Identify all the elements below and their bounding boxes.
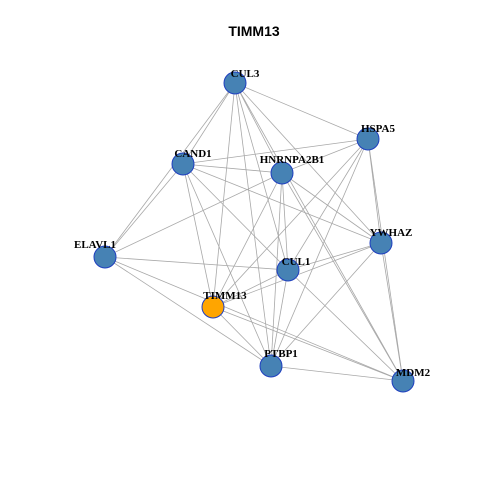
edge-cand1-ywhaz: [182, 163, 382, 244]
node-label-elavl1: ELAVL1: [74, 239, 116, 251]
edge-ywhaz-mdm2: [380, 242, 404, 382]
node-label-hnrnpa2b1: HNRNPA2B1: [260, 154, 325, 166]
node-mdm2[interactable]: [391, 369, 415, 393]
edge-hspa5-hnrnpa2b1: [281, 138, 369, 174]
node-cand1[interactable]: [171, 152, 195, 176]
edge-cul3-mdm2: [234, 82, 404, 382]
edge-ptbp1-mdm2: [270, 365, 404, 382]
edge-cand1-hnrnpa2b1: [182, 163, 283, 174]
node-label-hspa5: HSPA5: [361, 123, 396, 135]
edge-ywhaz-cul1: [287, 242, 382, 271]
edge-hnrnpa2b1-ywhaz: [281, 172, 382, 244]
edge-hspa5-cand1: [182, 138, 369, 165]
edge-elavl1-mdm2: [104, 256, 404, 382]
node-elavl1[interactable]: [93, 245, 117, 269]
edge-cul1-mdm2: [287, 269, 404, 382]
edge-cand1-cul1: [182, 163, 289, 271]
edge-timm13-ptbp1: [212, 306, 272, 367]
node-timm13[interactable]: [201, 295, 225, 319]
edge-hnrnpa2b1-cul1: [281, 172, 289, 271]
node-label-cand1: CAND1: [174, 148, 211, 160]
edge-cand1-elavl1: [104, 163, 184, 258]
edge-elavl1-ptbp1: [104, 256, 272, 367]
node-hspa5[interactable]: [356, 127, 380, 151]
edge-elavl1-cul1: [104, 256, 289, 271]
edge-hnrnpa2b1-timm13: [212, 172, 283, 308]
edge-hnrnpa2b1-mdm2: [281, 172, 404, 382]
edge-cul3-timm13: [212, 82, 236, 308]
edge-layer: [104, 82, 404, 382]
node-hnrnpa2b1[interactable]: [270, 161, 294, 185]
edge-cand1-timm13: [182, 163, 214, 308]
node-cul3[interactable]: [223, 71, 247, 95]
edge-cand1-ptbp1: [182, 163, 272, 367]
edge-cul3-hnrnpa2b1: [234, 82, 283, 174]
node-label-cul3: CUL3: [231, 68, 260, 80]
node-ptbp1[interactable]: [259, 354, 283, 378]
edge-hspa5-mdm2: [367, 138, 404, 382]
edge-hspa5-cul1: [287, 138, 369, 271]
edge-timm13-mdm2: [212, 306, 404, 382]
node-label-cul1: CUL1: [282, 256, 311, 268]
node-label-timm13: TIMM13: [203, 290, 247, 302]
edge-cul1-timm13: [212, 269, 289, 308]
edge-hnrnpa2b1-elavl1: [104, 172, 283, 258]
edge-cul1-ptbp1: [270, 269, 289, 367]
edge-cul3-hspa5: [234, 82, 369, 140]
edge-cul3-elavl1: [104, 82, 236, 258]
edge-hspa5-timm13: [212, 138, 369, 308]
diagram-title: TIMM13: [228, 23, 280, 39]
node-label-ywhaz: YWHAZ: [370, 227, 413, 239]
edge-hspa5-ptbp1: [270, 138, 369, 367]
node-layer: [93, 71, 415, 393]
node-label-ptbp1: PTBP1: [264, 348, 298, 360]
edge-cul3-cul1: [234, 82, 289, 271]
node-label-mdm2: MDM2: [396, 367, 431, 379]
edge-cul3-ptbp1: [234, 82, 272, 367]
node-ywhaz[interactable]: [369, 231, 393, 255]
node-cul1[interactable]: [276, 258, 300, 282]
edge-cul3-cand1: [182, 82, 236, 165]
edge-ywhaz-ptbp1: [270, 242, 382, 367]
